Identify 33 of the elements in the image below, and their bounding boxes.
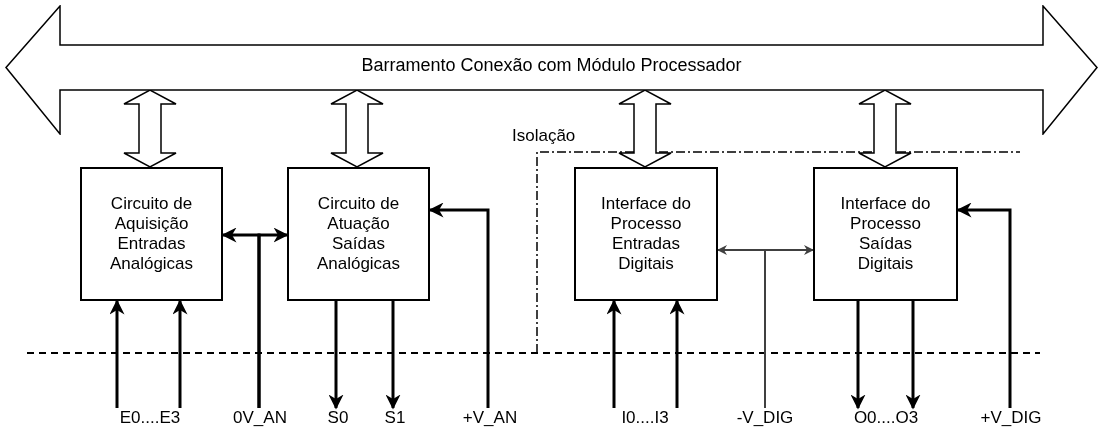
signal-arrow	[764, 245, 814, 409]
bus-label: Barramento Conexão com Módulo Processador	[361, 54, 742, 76]
signal-label: -V_DIG	[736, 408, 794, 428]
circuit-block	[574, 167, 718, 301]
circuit-block	[80, 167, 223, 301]
block-label: Circuito de Aquisição Entradas Analógicas	[108, 194, 195, 274]
signal-label: I0....I3	[621, 408, 669, 428]
signal-label: +V_AN	[462, 408, 518, 428]
circuit-block	[813, 167, 958, 301]
signal-arrow	[850, 301, 866, 410]
block-label: Interface do Processo Entradas Digitais	[600, 194, 692, 274]
signal-arrow	[328, 301, 344, 410]
block-label: Circuito de Atuação Saídas Analógicas	[315, 194, 402, 274]
bus-double-arrow	[330, 89, 384, 168]
bus-double-arrow	[858, 89, 912, 168]
block-label: Interface do Processo Saídas Digitais	[839, 194, 932, 274]
signal-arrow	[257, 227, 289, 408]
signal-label: +V_DIG	[980, 408, 1042, 428]
bus-double-arrow	[618, 89, 672, 168]
signal-arrow	[669, 299, 685, 408]
signal-arrow	[606, 299, 622, 408]
signal-label: S0	[327, 408, 349, 428]
signal-arrow	[385, 301, 401, 410]
circuit-block	[287, 167, 430, 301]
signal-arrow	[172, 299, 188, 408]
signal-label: E0....E3	[119, 408, 181, 428]
signal-arrow	[905, 301, 921, 410]
signal-label: 0V_AN	[233, 408, 287, 428]
signal-label: S1	[384, 408, 406, 428]
bus-double-arrow	[123, 89, 177, 168]
signal-arrow	[109, 299, 125, 408]
isolation-label: Isolação	[512, 126, 576, 146]
signal-label: O0....O3	[853, 408, 919, 428]
